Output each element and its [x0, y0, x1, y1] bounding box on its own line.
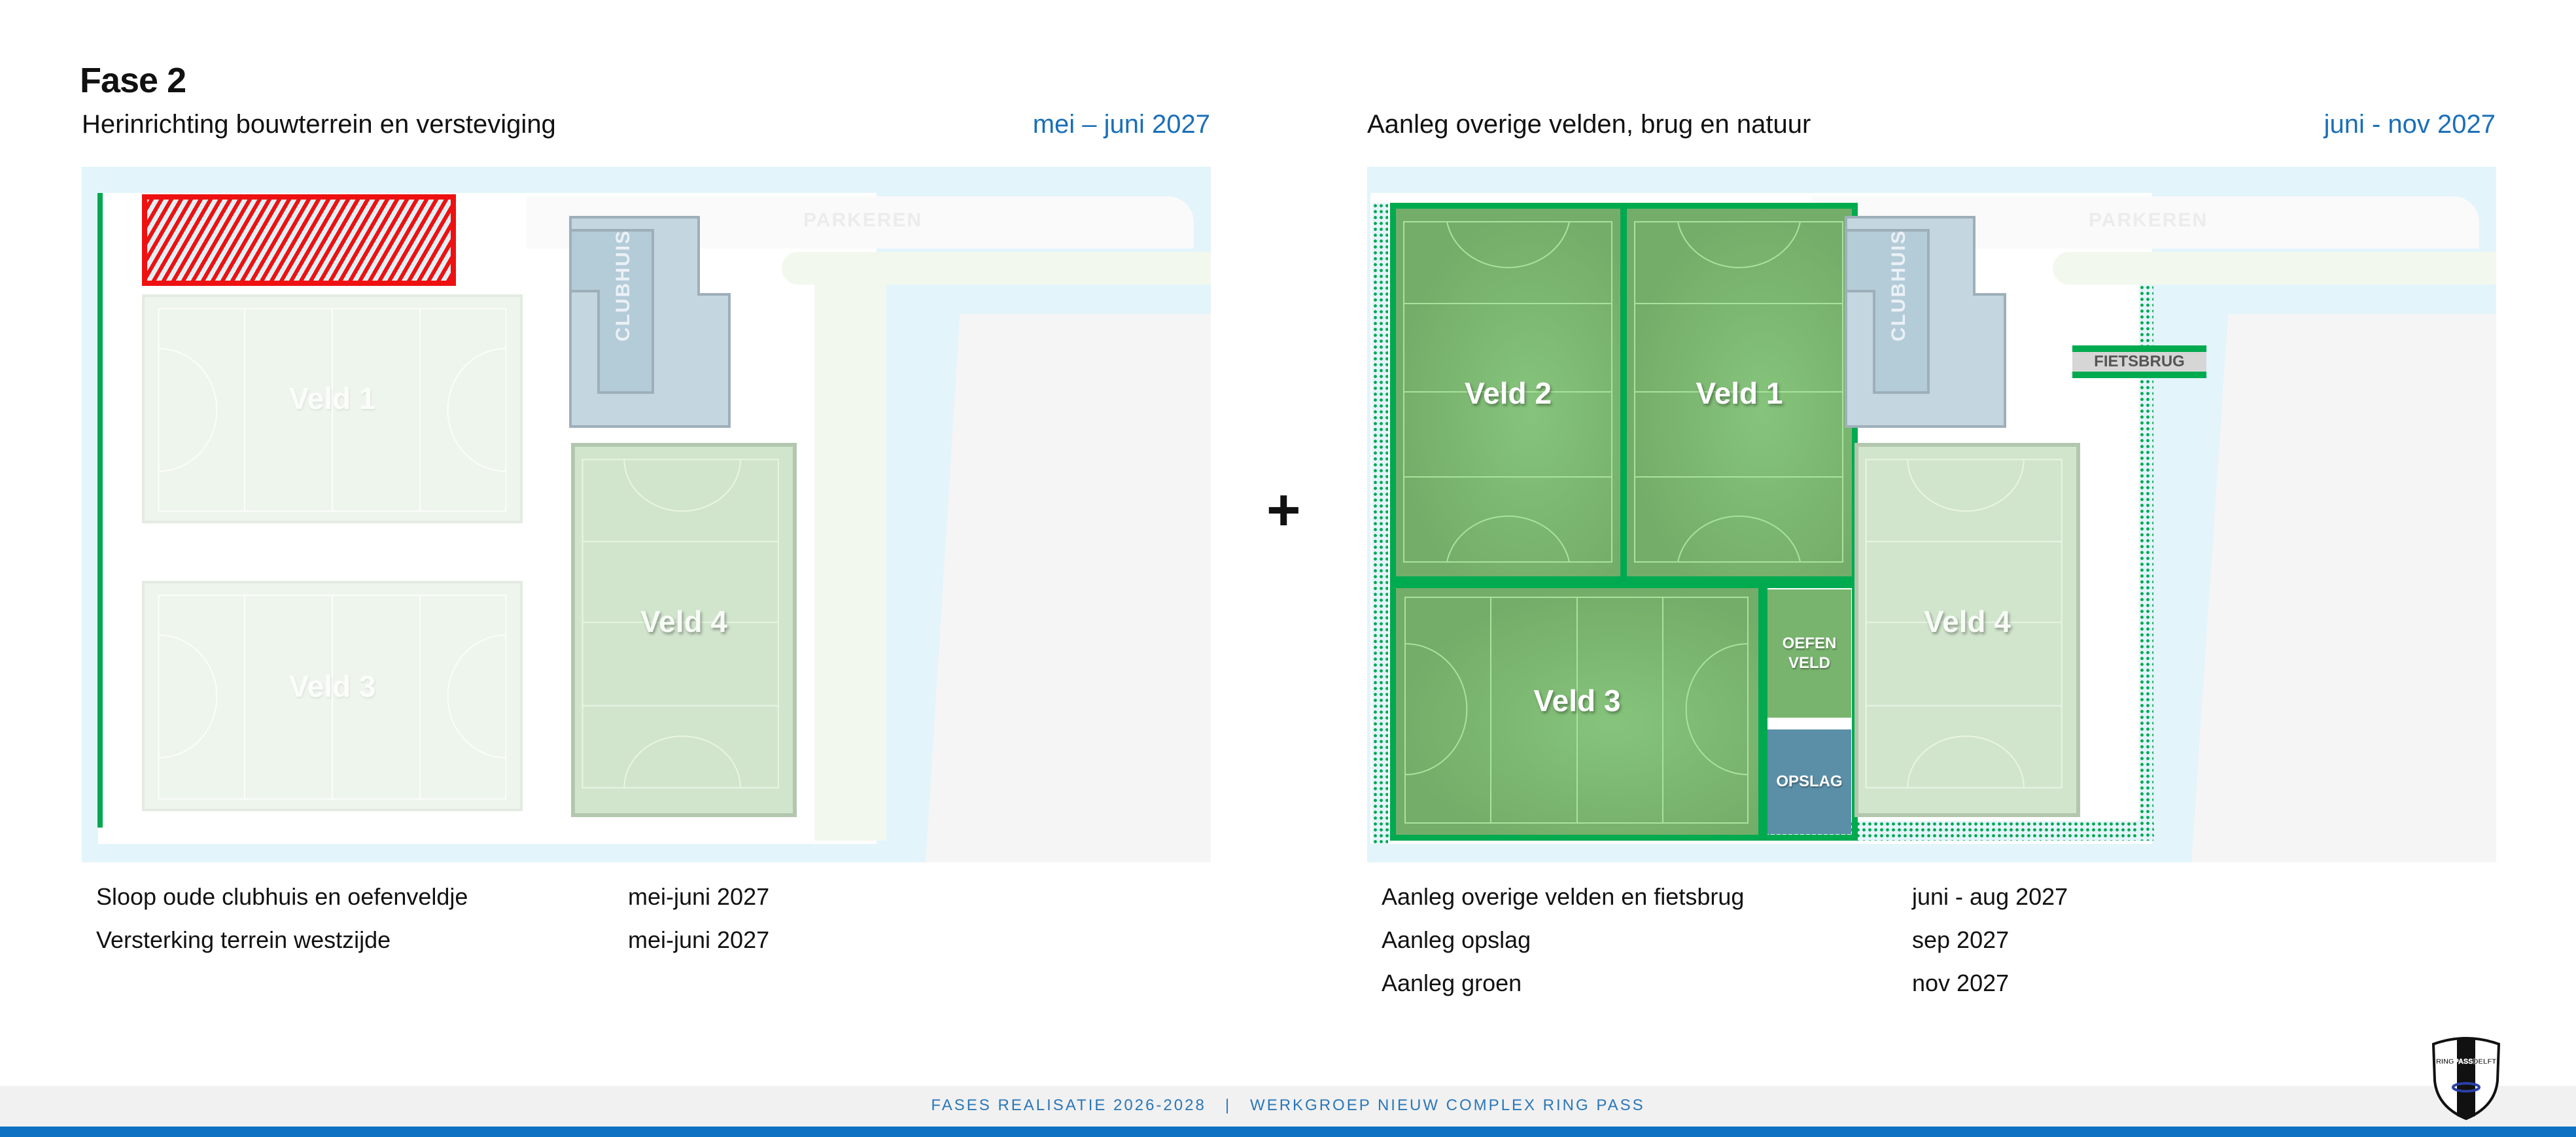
pitch-lines	[582, 459, 779, 789]
field-label: Veld 3	[1533, 684, 1621, 718]
hedge-east	[2139, 285, 2153, 841]
logo-text: RINGPASSDELFT	[2436, 1058, 2496, 1066]
practice-field-label-1: OEFEN	[1782, 635, 1837, 652]
pitch-lines	[158, 594, 507, 800]
footer-accent-bar	[0, 1127, 2576, 1137]
clubhouse-building	[1845, 216, 2006, 428]
task-period: nov 2027	[1912, 970, 2010, 996]
practice-field: OEFEN VELD	[1767, 589, 1851, 718]
storage-building: OPSLAG	[1767, 729, 1851, 834]
parking-label: PARKEREN	[803, 209, 923, 231]
pitch-lines	[158, 307, 507, 512]
right-date-range: juni - nov 2027	[2324, 110, 2496, 139]
field-label: Veld 4	[1924, 604, 2011, 638]
page-title: Fase 2	[80, 61, 186, 100]
task-period: sep 2027	[1912, 926, 2010, 953]
practice-field-label-2: VELD	[1788, 654, 1830, 672]
task-period: mei-juni 2027	[628, 926, 770, 953]
pitch-lines	[1634, 221, 1843, 563]
footer: FASES REALISATIE 2026-2028 | WERKGROEP N…	[0, 1086, 2576, 1127]
clubhouse-label: CLUBHUIS	[612, 230, 634, 341]
field-label: Veld 2	[1465, 376, 1552, 410]
field-veld-1: Veld 1	[1627, 209, 1852, 576]
field-label: Veld 1	[288, 381, 376, 415]
neighbouring-land	[926, 314, 1211, 862]
field-veld-4: Veld 4	[1854, 443, 2080, 817]
right-subtitle: Aanleg overige velden, brug en natuur	[1367, 110, 1811, 139]
clubhouse-label: CLUBHUIS	[1888, 230, 1909, 341]
task-name: Sloop oude clubhuis en oefenveldje	[96, 883, 468, 910]
green-verge	[2053, 252, 2496, 285]
parking-label: PARKEREN	[2089, 209, 2208, 231]
bank-verge	[814, 285, 886, 841]
field-label: Veld 1	[1696, 376, 1783, 410]
field-veld-4: Veld 4	[571, 443, 797, 817]
field-veld-1: Veld 1	[142, 294, 523, 523]
left-subtitle: Herinrichting bouwterrein en verstevigin…	[82, 110, 556, 139]
pitch-lines	[1865, 459, 2063, 789]
left-site-map: PARKEREN Veld 1 Veld 3	[82, 167, 1211, 862]
task-name: Versterking terrein westzijde	[96, 926, 391, 953]
green-verge	[782, 252, 1211, 285]
field-divider	[1620, 203, 1627, 582]
pitch-lines	[1403, 221, 1612, 563]
right-site-map: PARKEREN Veld 2 Veld 1	[1367, 167, 2496, 862]
task-name: Aanleg opslag	[1382, 926, 1531, 953]
pitch-lines	[1404, 597, 1749, 824]
footer-text: FASES REALISATIE 2026-2028 | WERKGROEP N…	[931, 1096, 1645, 1114]
field-veld-3: Veld 3	[142, 581, 523, 811]
demolition-zone	[142, 194, 456, 286]
task-name: Aanleg groen	[1382, 970, 1522, 996]
field-veld-3: Veld 3	[1396, 588, 1758, 835]
task-period: juni - aug 2027	[1912, 883, 2068, 910]
plus-connector: +	[1266, 478, 1301, 543]
field-divider	[1758, 582, 1767, 841]
west-reinforcement-line	[97, 193, 103, 828]
clubhouse-building	[569, 216, 731, 428]
field-label: Veld 4	[640, 604, 727, 638]
task-period: mei-juni 2027	[628, 883, 770, 910]
field-label: Veld 3	[288, 669, 376, 703]
bicycle-bridge: FIETSBRUG	[2072, 345, 2206, 378]
neighbouring-land	[2191, 314, 2496, 862]
left-date-range: mei – juni 2027	[1032, 110, 1210, 139]
task-name: Aanleg overige velden en fietsbrug	[1382, 883, 1745, 910]
club-logo-icon: RINGPASSDELFT	[2431, 1037, 2501, 1121]
field-veld-2: Veld 2	[1396, 209, 1620, 576]
hedge-west	[1372, 203, 1388, 844]
